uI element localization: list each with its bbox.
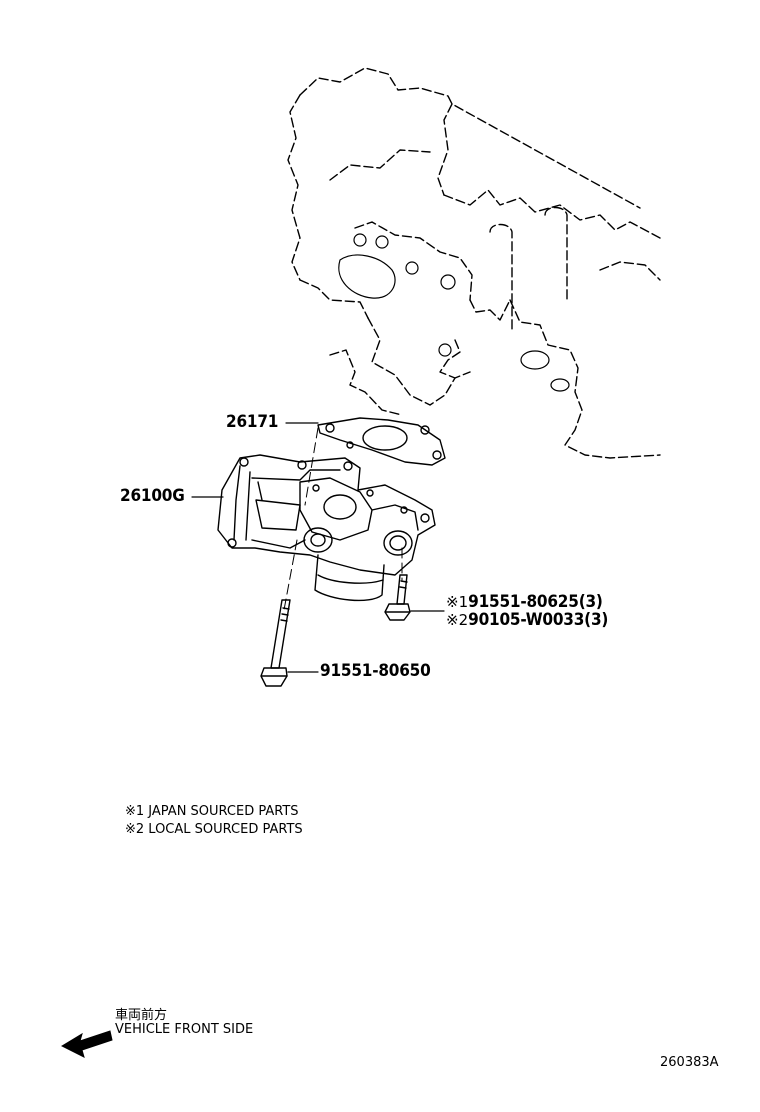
callout-bolt-short-japan[interactable]: 91551-80625(3) — [468, 592, 603, 612]
egr-valve-26100G — [217, 454, 436, 602]
direction-english: VEHICLE FRONT SIDE — [115, 1022, 254, 1037]
callout-egr-valve[interactable]: 26100G — [120, 486, 185, 506]
bolt-short — [384, 574, 411, 621]
alignment-lines — [283, 427, 403, 611]
callout-gasket[interactable]: 26171 — [226, 412, 279, 432]
leader-lines — [191, 422, 445, 673]
figure-code: 260383A — [660, 1055, 719, 1070]
vehicle-front-arrow — [60, 1030, 113, 1058]
callout-bolt-short-local-row: ※290105-W0033(3) — [446, 610, 608, 630]
callout-bolt-short-japan-row: ※191551-80625(3) — [446, 592, 603, 612]
callout-bolt-long[interactable]: 91551-80650 — [320, 661, 431, 681]
note-japan-sourced: ※1 JAPAN SOURCED PARTS — [125, 804, 299, 819]
callout-bolt-short-local[interactable]: 90105-W0033(3) — [468, 610, 609, 630]
note-mark-1: ※1 — [446, 593, 469, 611]
note-mark-2: ※2 — [446, 611, 469, 629]
gasket-26171 — [317, 417, 446, 466]
engine-port-details — [338, 233, 570, 392]
note-local-sourced: ※2 LOCAL SOURCED PARTS — [125, 822, 303, 837]
direction-japanese: 車両前方 — [115, 1008, 168, 1023]
engine-block-phantom — [287, 67, 661, 459]
bolt-91551-80650 — [260, 599, 291, 687]
